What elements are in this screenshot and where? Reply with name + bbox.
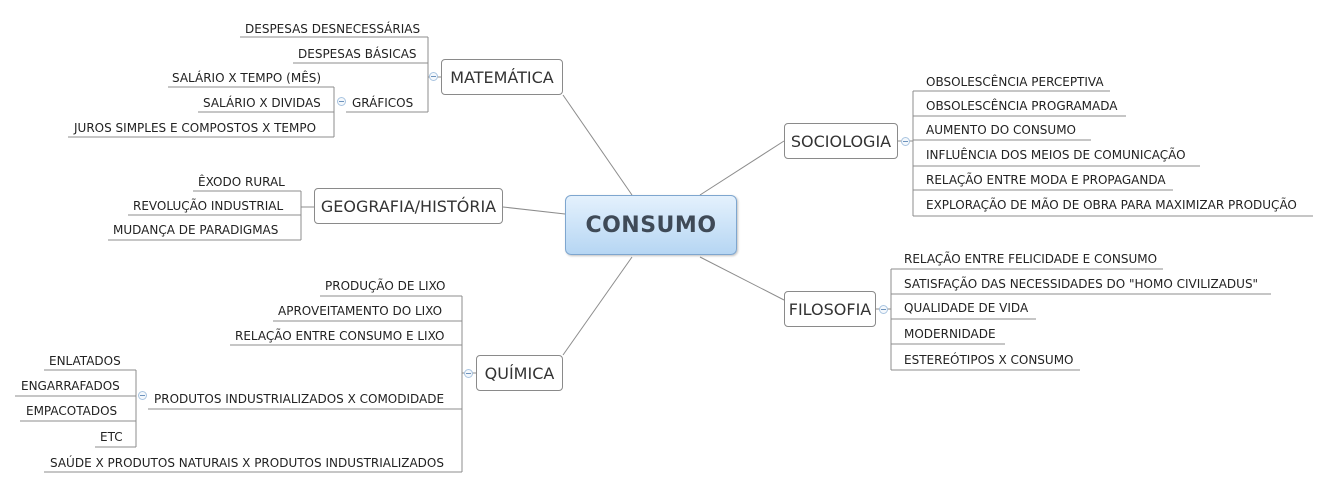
topic-filosofia[interactable]: FILOSOFIA [784,291,876,327]
subtopic-relacao-consumo-lixo[interactable]: RELAÇÃO ENTRE CONSUMO E LIXO [235,329,445,343]
subtopic-saude-produtos[interactable]: SAÚDE X PRODUTOS NATURAIS X PRODUTOS IND… [50,456,444,470]
subtopic-felicidade-consumo[interactable]: RELAÇÃO ENTRE FELICIDADE E CONSUMO [904,252,1158,266]
subtopic-empacotados[interactable]: EMPACOTADOS [26,404,118,418]
subtopic-mudanca-paradigmas[interactable]: MUDANÇA DE PARADIGMAS [113,223,279,237]
topic-quimica[interactable]: QUÍMICA [476,355,563,391]
subtopic-aumento-consumo[interactable]: AUMENTO DO CONSUMO [926,123,1076,137]
collapse-icon-filosofia[interactable] [879,305,888,314]
subtopic-obsolescencia-perceptiva[interactable]: OBSOLESCÊNCIA PERCEPTIVA [926,75,1104,89]
subtopic-despesas-basicas[interactable]: DESPESAS BÁSICAS [298,47,417,61]
subtopic-produtos-industrializados[interactable]: PRODUTOS INDUSTRIALIZADOS X COMODIDADE [154,392,445,406]
subtopic-influencia-meios[interactable]: INFLUÊNCIA DOS MEIOS DE COMUNICAÇÃO [926,148,1186,162]
subtopic-etc[interactable]: ETC [100,430,123,444]
subtopic-exploracao-mao-obra[interactable]: EXPLORAÇÃO DE MÃO DE OBRA PARA MAXIMIZAR… [926,198,1297,212]
subtopic-homo-civilizadus[interactable]: SATISFAÇÃO DAS NECESSIDADES DO "HOMO CIV… [904,277,1259,291]
collapse-icon-matematica[interactable] [429,72,438,81]
collapse-icon-produtos[interactable] [138,391,147,400]
subtopic-engarrafados[interactable]: ENGARRAFADOS [21,379,120,393]
subtopic-modernidade[interactable]: MODERNIDADE [904,327,996,341]
subtopic-salario-tempo[interactable]: SALÁRIO X TEMPO (MÊS) [172,71,322,85]
collapse-icon-sociologia[interactable] [901,137,910,146]
subtopic-estereotipos[interactable]: ESTEREÓTIPOS X CONSUMO [904,353,1074,367]
topic-geografia-historia[interactable]: GEOGRAFIA/HISTÓRIA [314,188,503,224]
subtopic-qualidade-vida[interactable]: QUALIDADE DE VIDA [904,301,1029,315]
collapse-icon-quimica[interactable] [464,369,473,378]
subtopic-salario-dividas[interactable]: SALÁRIO X DIVIDAS [203,96,321,110]
topic-matematica[interactable]: MATEMÁTICA [441,59,563,95]
collapse-icon-graficos[interactable] [337,97,346,106]
subtopic-aproveitamento-lixo[interactable]: APROVEITAMENTO DO LIXO [278,304,443,318]
subtopic-obsolescencia-programada[interactable]: OBSOLESCÊNCIA PROGRAMADA [926,99,1118,113]
subtopic-moda-propaganda[interactable]: RELAÇÃO ENTRE MODA E PROPAGANDA [926,173,1166,187]
subtopic-enlatados[interactable]: ENLATADOS [49,354,121,368]
subtopic-producao-lixo[interactable]: PRODUÇÃO DE LIXO [325,279,446,293]
topic-sociologia[interactable]: SOCIOLOGIA [784,123,898,159]
subtopic-despesas-desnecessarias[interactable]: DESPESAS DESNECESSÁRIAS [245,22,421,36]
subtopic-juros[interactable]: JUROS SIMPLES E COMPOSTOS X TEMPO [74,121,317,135]
central-topic[interactable]: CONSUMO [565,195,737,255]
subtopic-revolucao-industrial[interactable]: REVOLUÇÃO INDUSTRIAL [133,199,284,213]
subtopic-graficos[interactable]: GRÁFICOS [352,96,414,110]
subtopic-exodo-rural[interactable]: ÊXODO RURAL [198,175,285,189]
